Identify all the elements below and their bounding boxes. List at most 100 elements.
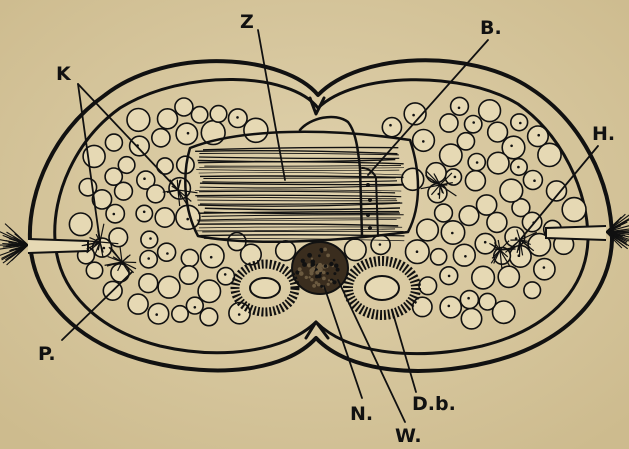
cell-nucleus [210,256,213,259]
cell-nucleus [389,124,392,127]
cell [475,233,495,253]
cell [453,244,475,266]
cell [459,206,479,226]
ball-speck [326,272,329,275]
cell-nucleus [412,114,415,117]
label-b: B. [480,17,502,39]
cell-nucleus [155,313,158,316]
cell-nucleus [149,237,152,240]
cell-nucleus [467,297,470,300]
cell [191,107,207,123]
cell [498,266,519,287]
cell [186,297,203,314]
cell-nucleus [476,161,479,164]
cell [176,123,197,144]
cell [402,168,424,190]
cell-nucleus [416,250,419,253]
cell-nucleus [484,241,487,244]
ball-speck [327,283,330,286]
ball-speck [322,271,326,275]
cell [547,181,567,201]
ball-speck [323,248,327,252]
cell-nucleus [517,166,520,169]
cell [276,241,296,261]
ball-speck [299,271,304,276]
cell-nucleus [464,255,467,258]
ball-speck [336,268,340,272]
cell [465,171,485,191]
cell-nucleus [194,306,197,309]
tuft-stalk [28,239,88,253]
cell [534,259,555,280]
ball-speck [329,262,333,266]
label-n: N. [350,403,373,425]
cell [127,109,150,132]
cell-nucleus [448,305,451,308]
ball-speck [305,276,308,279]
cell [345,239,367,261]
ball-speck [318,254,321,257]
cell [562,198,586,222]
cell-nucleus [422,140,425,143]
cell-nucleus [147,257,150,260]
ball-speck [320,285,323,288]
cell [105,168,122,185]
ball-speck [315,281,318,284]
tuft-stalk [546,226,606,240]
cell-nucleus [448,275,451,278]
ball-speck [307,263,311,267]
label-k: K [56,63,72,85]
cell-nucleus [166,252,169,255]
ball-speck [335,264,338,267]
cell [201,244,224,267]
ball-speck [298,267,302,271]
cell [440,144,462,166]
ball-speck [312,284,316,288]
ball-speck [311,267,315,271]
ball-speck [322,277,326,281]
cell [136,205,152,221]
cell-nucleus [186,218,189,221]
cell [413,297,432,316]
label-z: Z [240,11,254,33]
ball-speck [302,262,307,267]
cell [419,277,437,295]
cell [128,294,148,314]
cell-nucleus [143,211,146,214]
cell-nucleus [451,232,454,235]
cell-nucleus [238,313,241,316]
cell [511,114,528,131]
cell [175,98,193,116]
cell [479,293,496,310]
ball-speck [321,250,324,253]
ball-speck [310,278,313,281]
cell-nucleus [519,122,522,125]
cell-nucleus [103,247,106,250]
cell [431,249,447,265]
cell [487,212,507,232]
label-p: P. [38,343,56,365]
ball-speck [328,279,330,281]
cell [157,158,173,174]
cell [460,291,478,309]
cell-nucleus [379,243,382,246]
cell [426,163,446,183]
ball-speck [311,258,313,260]
cell [181,249,198,266]
cell [158,109,178,129]
cell-nucleus [543,266,546,269]
ball-speck [318,267,323,272]
cell [148,303,169,324]
cell [479,100,501,122]
cell [440,297,461,318]
cell [477,195,497,215]
cell-nucleus [537,134,540,137]
cell [472,266,495,289]
cell [461,309,481,329]
cell [152,129,170,147]
ball-speck [326,254,330,258]
cell [435,204,453,222]
cell [200,308,218,326]
cell [451,97,469,115]
